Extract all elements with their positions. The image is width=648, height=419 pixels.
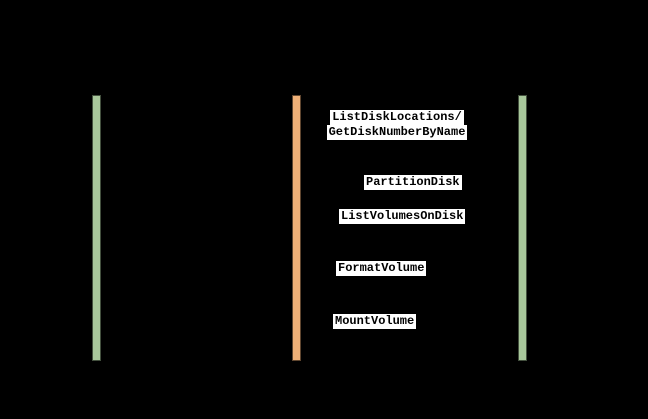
message-label-line: FormatVolume [336,261,427,276]
message-label-line: GetDiskNumberByName [326,125,468,140]
message-label-line: ListVolumesOnDisk [339,209,466,224]
lifeline-activation-left [92,95,101,361]
message-label-partitiondisk: PartitionDisk [364,175,462,190]
message-label-mountvolume: MountVolume [333,314,417,329]
message-label-line: MountVolume [333,314,417,329]
message-label-listvolumesondisk: ListVolumesOnDisk [339,209,466,224]
message-label-listdisklocations: ListDiskLocations/ GetDiskNumberByName [322,110,472,140]
lifeline-activation-middle [292,95,301,361]
message-label-line: PartitionDisk [364,175,462,190]
message-label-line: ListDiskLocations/ [330,110,464,125]
lifeline-activation-right [518,95,527,361]
message-label-formatvolume: FormatVolume [336,261,427,276]
